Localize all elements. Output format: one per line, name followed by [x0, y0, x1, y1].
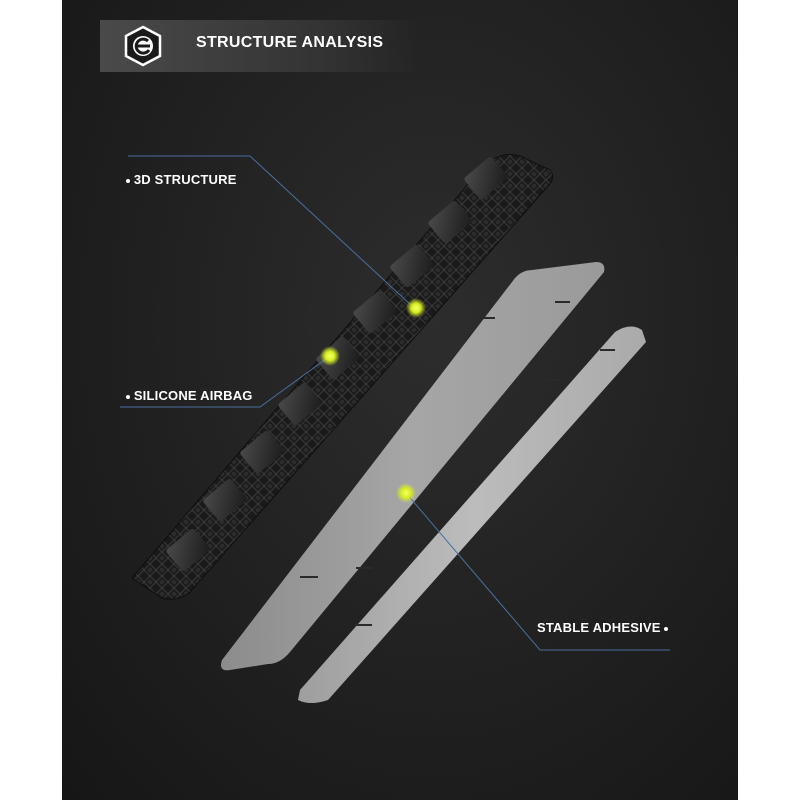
- adhesive-film-back: [298, 326, 646, 703]
- bullet-icon: [126, 394, 130, 399]
- adhesive-film-front: [221, 262, 605, 671]
- callout-label: STABLE ADHESIVE: [537, 620, 661, 635]
- callout-3d-structure: 3D STRUCTURE: [126, 172, 237, 187]
- callout-label: SILICONE AIRBAG: [133, 388, 253, 403]
- highlight-dot-3d-structure: [406, 298, 426, 318]
- leader-lines: [120, 155, 670, 651]
- section-title: STRUCTURE ANALYSIS: [196, 34, 384, 51]
- silicone-strip: [131, 154, 554, 600]
- leader-line-stable-adhesive: [405, 492, 670, 651]
- leader-line-silicone-airbag: [120, 355, 331, 408]
- callout-label: 3D STRUCTURE: [133, 172, 237, 187]
- callout-stable-adhesive: STABLE ADHESIVE: [537, 620, 669, 635]
- callout-silicone-airbag: SILICONE AIRBAG: [126, 388, 253, 403]
- e-hex-logo-icon: [124, 25, 162, 67]
- highlight-dot-stable-adhesive: [396, 483, 416, 503]
- highlight-dot-silicone-airbag: [320, 346, 340, 366]
- bullet-icon: [126, 178, 130, 183]
- bullet-icon: [664, 626, 669, 631]
- dark-panel: [62, 0, 738, 800]
- leader-line-3d-structure: [128, 155, 413, 307]
